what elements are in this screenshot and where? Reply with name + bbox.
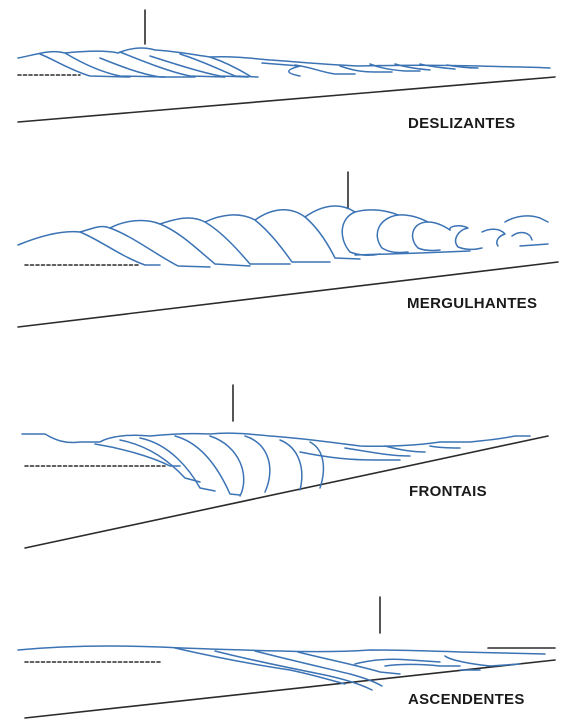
wave-profiles xyxy=(18,48,550,77)
label-spilling: DESLIZANTES xyxy=(408,115,515,132)
label-plunging: MERGULHANTES xyxy=(407,295,537,312)
wave-profiles xyxy=(18,206,548,267)
panel-spilling xyxy=(18,10,555,122)
panel-collapsing xyxy=(22,385,548,548)
seabed-line xyxy=(25,660,555,718)
wave-profiles xyxy=(18,646,545,690)
label-surging: ASCENDENTES xyxy=(408,691,525,708)
label-collapsing: FRONTAIS xyxy=(409,483,487,500)
